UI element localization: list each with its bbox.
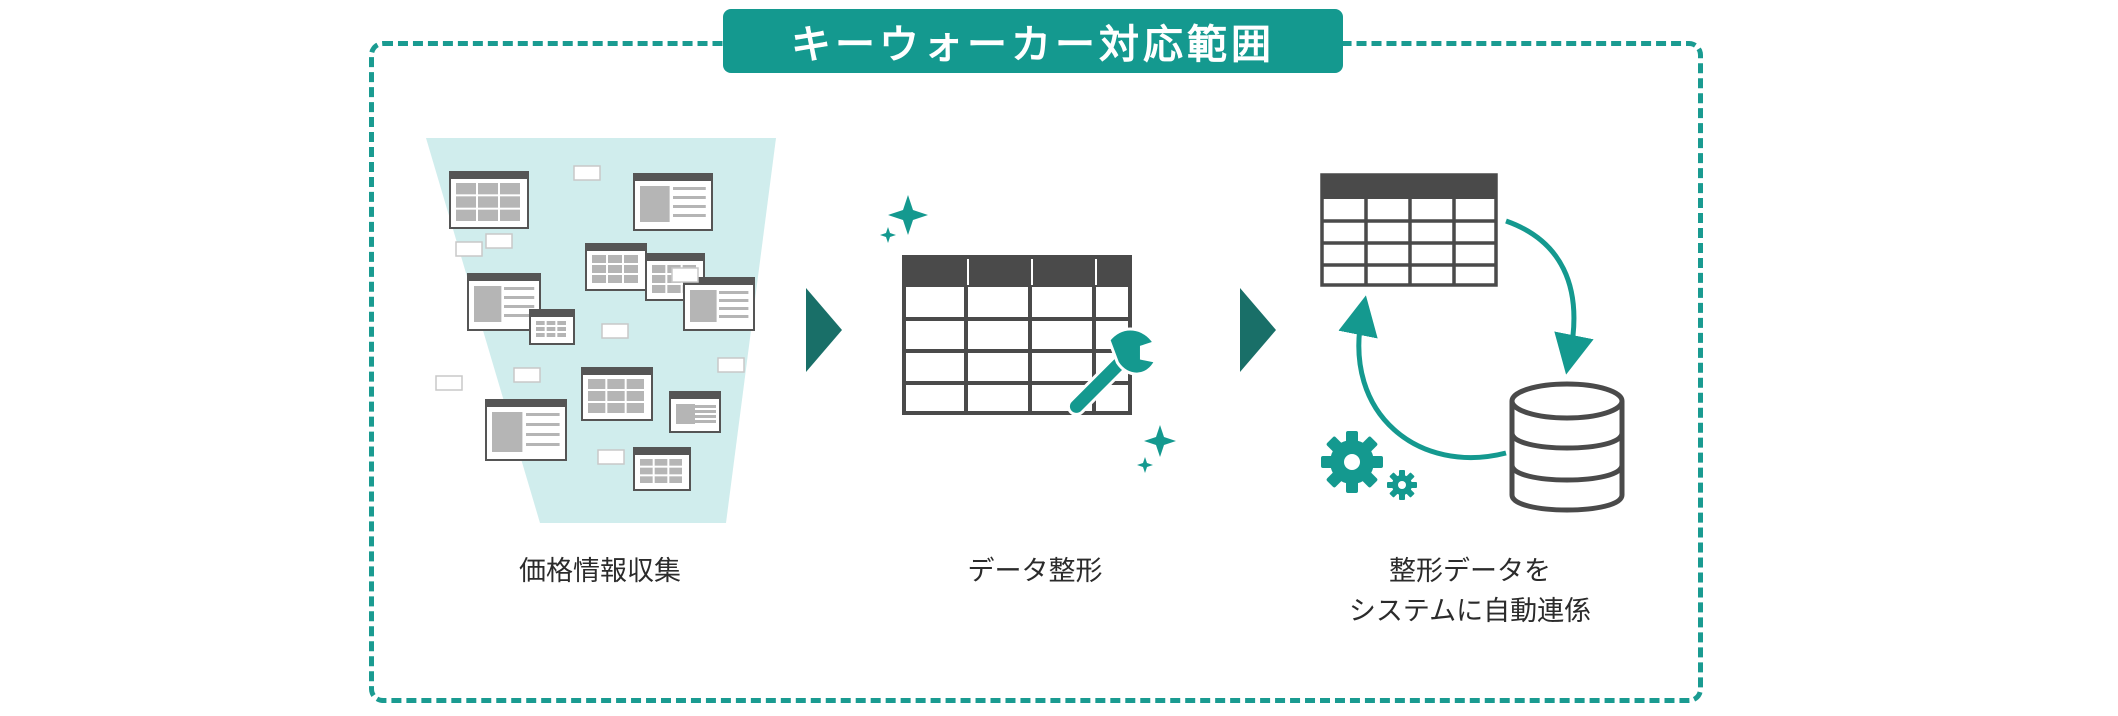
mini-page-chip-icon — [601, 323, 629, 339]
mini-page-chip-icon — [513, 367, 541, 383]
title-text: キーウォーカー対応範囲 — [791, 22, 1275, 68]
step-3-caption: 整形データを システムに自動連係 — [1320, 552, 1620, 632]
title-badge: キーウォーカー対応範囲 — [723, 9, 1343, 73]
mini-window-icon — [633, 173, 713, 231]
mini-page-chip-icon — [573, 165, 601, 181]
mini-window-icon — [633, 447, 691, 491]
mini-window-icon — [683, 277, 755, 331]
web-pages-funnel-icon — [426, 138, 776, 523]
mini-page-chip-icon — [597, 449, 625, 465]
mini-window-icon — [585, 243, 647, 291]
mini-page-chip-icon — [455, 241, 483, 257]
mini-page-chip-icon — [435, 375, 463, 391]
mini-window-icon — [485, 399, 567, 461]
table-database-cycle-icon — [1320, 173, 1625, 513]
arrow-right-icon-2 — [1240, 288, 1276, 372]
mini-window-icon — [669, 391, 721, 433]
mini-page-chip-icon — [717, 357, 745, 373]
mini-window-icon — [581, 367, 653, 421]
mini-window-icon — [449, 171, 529, 229]
arrow-right-icon-1 — [806, 288, 842, 372]
mini-window-icon — [529, 309, 575, 345]
step-2-caption: データ整形 — [967, 556, 1103, 587]
step-3-caption-line-1: 整形データを — [1389, 556, 1551, 587]
mini-page-chip-icon — [485, 233, 513, 249]
step-1-caption: 価格情報収集 — [519, 556, 681, 587]
step-3-caption-line-2: システムに自動連係 — [1348, 596, 1592, 627]
mini-window-icon — [467, 273, 541, 331]
mini-page-chip-icon — [671, 267, 699, 283]
table-wrench-icon — [880, 195, 1176, 473]
